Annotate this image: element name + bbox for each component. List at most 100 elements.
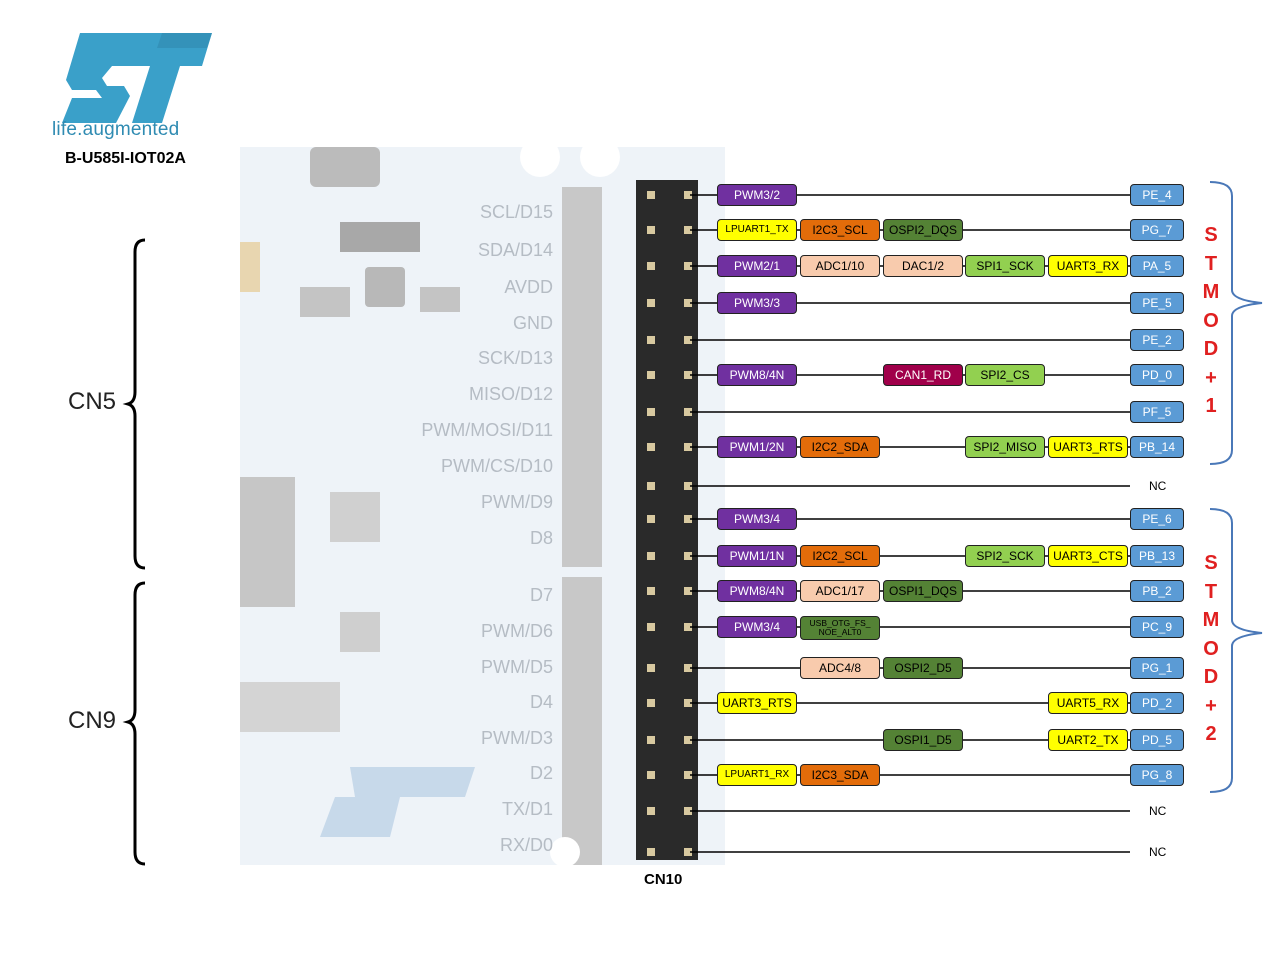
- board-silk-label: D4: [529, 692, 553, 712]
- header-pin: [684, 771, 692, 779]
- board-silk-label: AVDD: [504, 277, 553, 297]
- header-pin: [647, 848, 655, 856]
- stmod-letter: O: [1203, 637, 1219, 660]
- port-tag: PF_5: [1130, 401, 1184, 423]
- header-pin: [684, 807, 692, 815]
- i2c-tag: I2C2_SCL: [800, 545, 880, 567]
- cn9-label: CN9: [68, 707, 117, 734]
- header-pin: [647, 623, 655, 631]
- header-pin: [647, 515, 655, 523]
- header-pin: [647, 807, 655, 815]
- stmod-letter: S: [1204, 224, 1218, 246]
- board-silk-label: D8: [529, 528, 553, 548]
- header-pin: [684, 848, 692, 856]
- board-silk-label: TX/D1: [501, 799, 553, 819]
- port-tag: PD_2: [1130, 692, 1184, 714]
- header-pin: [647, 482, 655, 490]
- header-pin: [684, 736, 692, 744]
- board-silk-label: PWM/D3: [481, 728, 553, 748]
- stmod-letter: T: [1204, 252, 1218, 275]
- board-silk-label: GND: [513, 313, 553, 333]
- port-tag: PE_4: [1130, 184, 1184, 206]
- nc-label: NC: [1149, 845, 1167, 859]
- header-pin: [684, 482, 692, 490]
- can-tag: CAN1_RD: [883, 364, 963, 386]
- pwm-tag: PWM2/1: [717, 255, 797, 277]
- header-pin: [647, 587, 655, 595]
- port-tag: PB_13: [1130, 545, 1184, 567]
- port-tag: PG_7: [1130, 219, 1184, 241]
- adc-tag: ADC1/17: [800, 580, 880, 602]
- stmod-letter: D: [1203, 666, 1219, 688]
- brand-tagline: life.augmented: [52, 119, 180, 140]
- pwm-tag: PWM8/4N: [717, 364, 797, 386]
- pin-header-cn10: [636, 180, 698, 860]
- header-pin: [647, 664, 655, 672]
- board-silk-label: PWM/D5: [481, 657, 553, 677]
- adc-tag: DAC1/2: [883, 255, 963, 277]
- header-pin: [647, 191, 655, 199]
- board-silk-label: PWM/MOSI/D11: [421, 420, 553, 440]
- port-tag: PG_8: [1130, 764, 1184, 786]
- pwm-tag: PWM3/2: [717, 184, 797, 206]
- port-tag: PE_6: [1130, 508, 1184, 530]
- header-pin: [647, 262, 655, 270]
- header-pin: [684, 623, 692, 631]
- header-pin: [684, 699, 692, 707]
- uart-tag: LPUART1_RX: [717, 764, 797, 786]
- header-pin: [684, 552, 692, 560]
- header-pin: [647, 552, 655, 560]
- header-pin: [647, 771, 655, 779]
- ospi-tag: OSPI1_D5: [883, 729, 963, 751]
- stmod-letter: +: [1205, 366, 1217, 389]
- header-pin: [684, 408, 692, 416]
- pwm-tag: PWM3/4: [717, 508, 797, 530]
- header-pin: [684, 336, 692, 344]
- header-pin: [647, 736, 655, 744]
- stmod-letter: +: [1205, 694, 1217, 717]
- uart-tag: UART3_RTS: [1048, 436, 1128, 458]
- i2c-tag: I2C3_SCL: [800, 219, 880, 241]
- nc-label: NC: [1149, 479, 1167, 493]
- board-silk-label: SCL/D15: [479, 202, 553, 222]
- header-pin: [684, 191, 692, 199]
- spi-tag: SPI2_CS: [965, 364, 1045, 386]
- header-pin: [647, 371, 655, 379]
- board-name: B-U585I-IOT02A: [65, 150, 186, 167]
- stmod-letter: D: [1203, 338, 1219, 360]
- header-pin: [684, 371, 692, 379]
- header-pin: [684, 443, 692, 451]
- header-pin: [684, 587, 692, 595]
- header-pin: [647, 408, 655, 416]
- ospi-tag: OSPI1_DQS: [883, 580, 963, 602]
- stmod-letter: M: [1202, 281, 1220, 303]
- header-pin: [684, 262, 692, 270]
- header-pin: [684, 515, 692, 523]
- header-pin: [684, 226, 692, 234]
- board-silk-label: RX/D0: [499, 835, 553, 855]
- nc-label: NC: [1149, 804, 1167, 818]
- cn10-label: CN10: [644, 871, 683, 888]
- board-silk-label: SDA/D14: [477, 240, 553, 260]
- stmod-letter: M: [1202, 609, 1220, 631]
- uart-tag: UART2_TX: [1048, 729, 1128, 751]
- port-tag: PE_2: [1130, 329, 1184, 351]
- pwm-tag: PWM8/4N: [717, 580, 797, 602]
- uart-tag: LPUART1_TX: [717, 219, 797, 241]
- board-silk-label: PWM/D6: [481, 621, 553, 641]
- spi-tag: SPI2_MISO: [965, 436, 1045, 458]
- board-silk-label: D2: [529, 763, 553, 783]
- header-pin: [647, 226, 655, 234]
- board-silk-label: SCK/D13: [477, 348, 553, 368]
- header-pin: [684, 299, 692, 307]
- cn5-label: CN5: [68, 388, 117, 415]
- pwm-tag: PWM3/3: [717, 292, 797, 314]
- header-pin: [647, 299, 655, 307]
- board-silk-label: PWM/D9: [481, 492, 553, 512]
- stmod-letter: S: [1204, 552, 1218, 574]
- port-tag: PD_5: [1130, 729, 1184, 751]
- pwm-tag: PWM3/4: [717, 616, 797, 638]
- port-tag: PC_9: [1130, 616, 1184, 638]
